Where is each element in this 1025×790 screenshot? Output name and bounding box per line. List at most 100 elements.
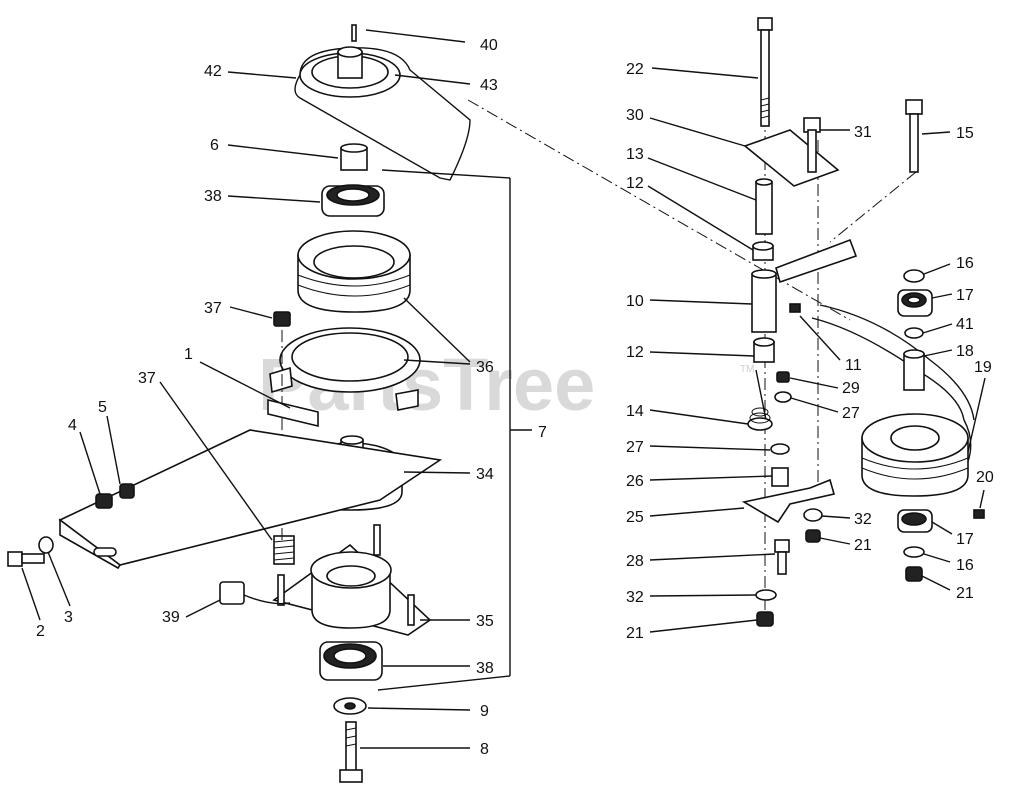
top-pulley: [299, 24, 401, 98]
callout-8: 8: [480, 741, 489, 758]
spring: [273, 535, 295, 565]
callout-32-bottom: 32: [626, 589, 644, 606]
callout-32-right: 32: [854, 511, 872, 528]
nut-5: [119, 483, 135, 499]
callout-10: 10: [626, 293, 644, 310]
washer-32a: [803, 508, 823, 522]
pivot-tube: [751, 269, 777, 333]
callout-34: 34: [476, 466, 494, 483]
callout-25: 25: [626, 509, 644, 526]
callout-21-right: 21: [854, 537, 872, 554]
callout-18: 18: [956, 343, 974, 360]
bracket-25: [741, 478, 836, 524]
callout-15: 15: [956, 125, 974, 142]
nut-21b: [756, 611, 774, 627]
callout-17-top: 17: [956, 287, 974, 304]
idler-belt-edge: [819, 304, 975, 421]
callout-39: 39: [162, 609, 180, 626]
callout-28: 28: [626, 553, 644, 570]
callout-27-top: 27: [842, 405, 860, 422]
grease-fitting: [789, 303, 801, 313]
nut-29: [776, 371, 790, 383]
bearing-bottom: [319, 641, 383, 681]
clutch-pulley: [297, 230, 411, 313]
bolt: [339, 721, 363, 783]
callout-1: 1: [184, 346, 193, 363]
mounting-bracket: [58, 398, 443, 570]
washer-32b: [755, 589, 777, 601]
callout-2: 2: [36, 623, 45, 640]
nut-4: [95, 493, 113, 509]
callout-30: 30: [626, 107, 644, 124]
spacer: [340, 143, 368, 171]
callout-38-top: 38: [204, 188, 222, 205]
callout-16-top: 16: [956, 255, 974, 272]
idler-arm: [775, 238, 858, 284]
callout-4: 4: [68, 417, 77, 434]
bolt-22: [757, 17, 773, 127]
bearing-17a: [897, 289, 933, 317]
callout-6: 6: [210, 137, 219, 154]
callout-17-bottom: 17: [956, 531, 974, 548]
callout-16-bottom: 16: [956, 557, 974, 574]
bolt-31: [803, 117, 821, 173]
nut-21c: [905, 566, 923, 582]
clutch-ring: [269, 327, 421, 411]
callout-38-bottom: 38: [476, 660, 494, 677]
callout-40: 40: [480, 37, 498, 54]
idler-hub: [903, 349, 925, 391]
bearing-top: [321, 184, 385, 217]
nut-21a: [805, 529, 821, 543]
callout-12-bottom: 12: [626, 344, 644, 361]
callout-26: 26: [626, 473, 644, 490]
bearing-17b: [897, 509, 933, 533]
washer: [333, 697, 367, 715]
bushing-top: [752, 241, 774, 261]
snap-ring: [904, 327, 924, 339]
callout-35: 35: [476, 613, 494, 630]
callout-43: 43: [480, 77, 498, 94]
watermark-tm: TM: [740, 364, 754, 375]
callout-7: 7: [538, 424, 547, 441]
fitting-20: [973, 509, 985, 519]
field-coil: [272, 524, 432, 636]
bolt-28: [774, 539, 790, 575]
belt-path-line: [467, 99, 851, 321]
callout-21-far-right: 21: [956, 585, 974, 602]
idler-belt: [811, 317, 972, 481]
callout-14: 14: [626, 403, 644, 420]
idler-arm-line: [829, 171, 917, 243]
washer-27a: [774, 391, 792, 403]
washer-16b: [903, 546, 925, 558]
washer-27b: [770, 443, 790, 455]
callout-3: 3: [64, 609, 73, 626]
callout-12-top: 12: [626, 175, 644, 192]
bushing-bottom: [753, 337, 775, 363]
callout-21-bottom: 21: [626, 625, 644, 642]
callout-9: 9: [480, 703, 489, 720]
callout-27-bottom: 27: [626, 439, 644, 456]
leader-lines-left: [21, 29, 532, 749]
bolt-2: [7, 551, 45, 567]
sleeve: [755, 178, 773, 235]
torsion-spring: [747, 369, 773, 431]
callout-37-bottom: 37: [138, 370, 156, 387]
callout-labels: 40 42 43 6 38 37 1 37 5 4 2 3 39 36 7 34…: [36, 37, 994, 758]
callout-22: 22: [626, 61, 644, 78]
washer-16a: [903, 269, 925, 283]
bolt-15: [905, 99, 923, 173]
nut-top: [273, 311, 291, 327]
callout-42: 42: [204, 63, 222, 80]
callout-5: 5: [98, 399, 107, 416]
wire-connector: [219, 581, 291, 605]
callout-37-top: 37: [204, 300, 222, 317]
callout-19: 19: [974, 359, 992, 376]
spacer-26: [771, 467, 789, 487]
callout-31: 31: [854, 124, 872, 141]
callout-36: 36: [476, 359, 494, 376]
callout-11: 11: [845, 357, 862, 374]
callout-20: 20: [976, 469, 994, 486]
washer-3: [38, 536, 54, 554]
plate: [743, 129, 840, 187]
